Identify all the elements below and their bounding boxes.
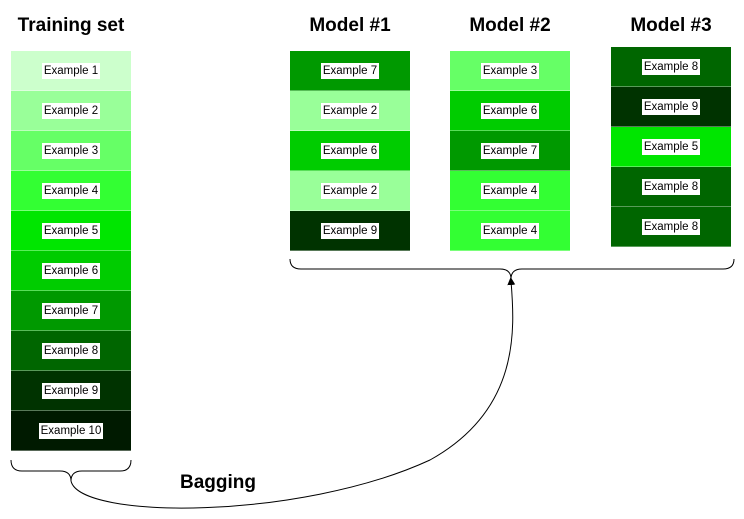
example-label: Example 1 bbox=[41, 62, 101, 79]
example-label: Example 6 bbox=[480, 102, 540, 119]
example-label: Example 5 bbox=[641, 138, 701, 155]
example-label: Example 4 bbox=[41, 182, 101, 199]
example-label: Example 4 bbox=[480, 182, 540, 199]
example-label: Example 8 bbox=[41, 342, 101, 359]
bagging-arrow bbox=[70, 277, 516, 509]
example-cell: Example 4 bbox=[11, 171, 131, 211]
example-label: Example 2 bbox=[41, 102, 101, 119]
model-1-title: Model #1 bbox=[309, 15, 391, 36]
example-cell: Example 8 bbox=[611, 167, 731, 207]
example-cell: Example 5 bbox=[11, 211, 131, 251]
model-3-title: Model #3 bbox=[630, 15, 712, 36]
example-cell: Example 9 bbox=[611, 87, 731, 127]
example-cell: Example 9 bbox=[290, 211, 410, 251]
example-label: Example 5 bbox=[41, 222, 101, 239]
example-cell: Example 2 bbox=[290, 171, 410, 211]
training-set-brace bbox=[10, 459, 132, 482]
example-label: Example 6 bbox=[320, 142, 380, 159]
example-cell: Example 9 bbox=[11, 371, 131, 411]
example-label: Example 8 bbox=[641, 178, 701, 195]
example-cell: Example 3 bbox=[450, 51, 570, 91]
example-label: Example 8 bbox=[641, 58, 701, 75]
example-cell: Example 8 bbox=[11, 331, 131, 371]
example-label: Example 9 bbox=[641, 98, 701, 115]
example-label: Example 7 bbox=[320, 62, 380, 79]
example-label: Example 10 bbox=[38, 422, 104, 439]
example-cell: Example 2 bbox=[290, 91, 410, 131]
example-cell: Example 7 bbox=[11, 291, 131, 331]
example-cell: Example 6 bbox=[11, 251, 131, 291]
example-cell: Example 7 bbox=[290, 51, 410, 91]
example-cell: Example 6 bbox=[450, 91, 570, 131]
example-cell: Example 4 bbox=[450, 211, 570, 251]
example-cell: Example 7 bbox=[450, 131, 570, 171]
models-brace bbox=[289, 258, 735, 280]
example-label: Example 9 bbox=[320, 222, 380, 239]
example-cell: Example 6 bbox=[290, 131, 410, 171]
model-2-title: Model #2 bbox=[469, 15, 551, 36]
example-label: Example 6 bbox=[41, 262, 101, 279]
example-cell: Example 3 bbox=[11, 131, 131, 171]
bagging-label: Bagging bbox=[180, 472, 256, 493]
example-label: Example 2 bbox=[320, 182, 380, 199]
example-cell: Example 10 bbox=[11, 411, 131, 451]
example-label: Example 9 bbox=[41, 382, 101, 399]
example-label: Example 3 bbox=[480, 62, 540, 79]
example-cell: Example 1 bbox=[11, 51, 131, 91]
example-cell: Example 8 bbox=[611, 47, 731, 87]
training-set-title: Training set bbox=[17, 15, 125, 36]
example-cell: Example 5 bbox=[611, 127, 731, 167]
example-label: Example 7 bbox=[41, 302, 101, 319]
example-label: Example 7 bbox=[480, 142, 540, 159]
example-label: Example 4 bbox=[480, 222, 540, 239]
example-label: Example 3 bbox=[41, 142, 101, 159]
example-cell: Example 4 bbox=[450, 171, 570, 211]
example-label: Example 2 bbox=[320, 102, 380, 119]
example-label: Example 8 bbox=[641, 218, 701, 235]
example-cell: Example 8 bbox=[611, 207, 731, 247]
example-cell: Example 2 bbox=[11, 91, 131, 131]
